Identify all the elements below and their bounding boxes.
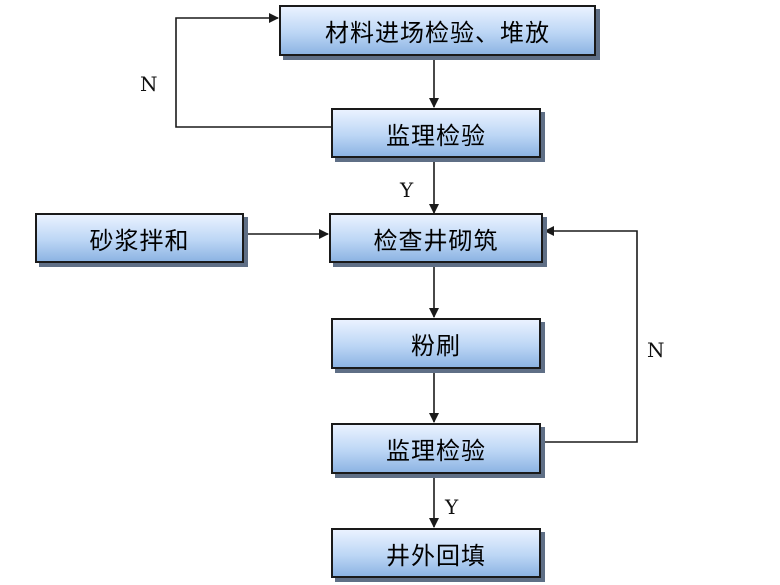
edge-label-pass-2: Y: [445, 495, 459, 519]
edge-label-reject-2: N: [647, 338, 665, 362]
node-well-masonry-inspection: 检查井砌筑: [329, 213, 543, 263]
node-supervision-check-2: 监理检验: [331, 423, 541, 474]
arrow-reject-loop-1: [175, 13, 331, 128]
edge-label-reject-1: N: [140, 72, 158, 96]
node-plastering: 粉刷: [331, 318, 541, 369]
node-mortar-mixing: 砂浆拌和: [35, 213, 244, 263]
node-supervision-check-1: 监理检验: [331, 108, 541, 158]
node-backfill: 井外回填: [331, 528, 541, 578]
node-material-inspection: 材料进场检验、堆放: [279, 5, 596, 56]
arrow-reject-loop-2: [542, 226, 638, 443]
edge-label-pass-1: Y: [400, 178, 414, 202]
